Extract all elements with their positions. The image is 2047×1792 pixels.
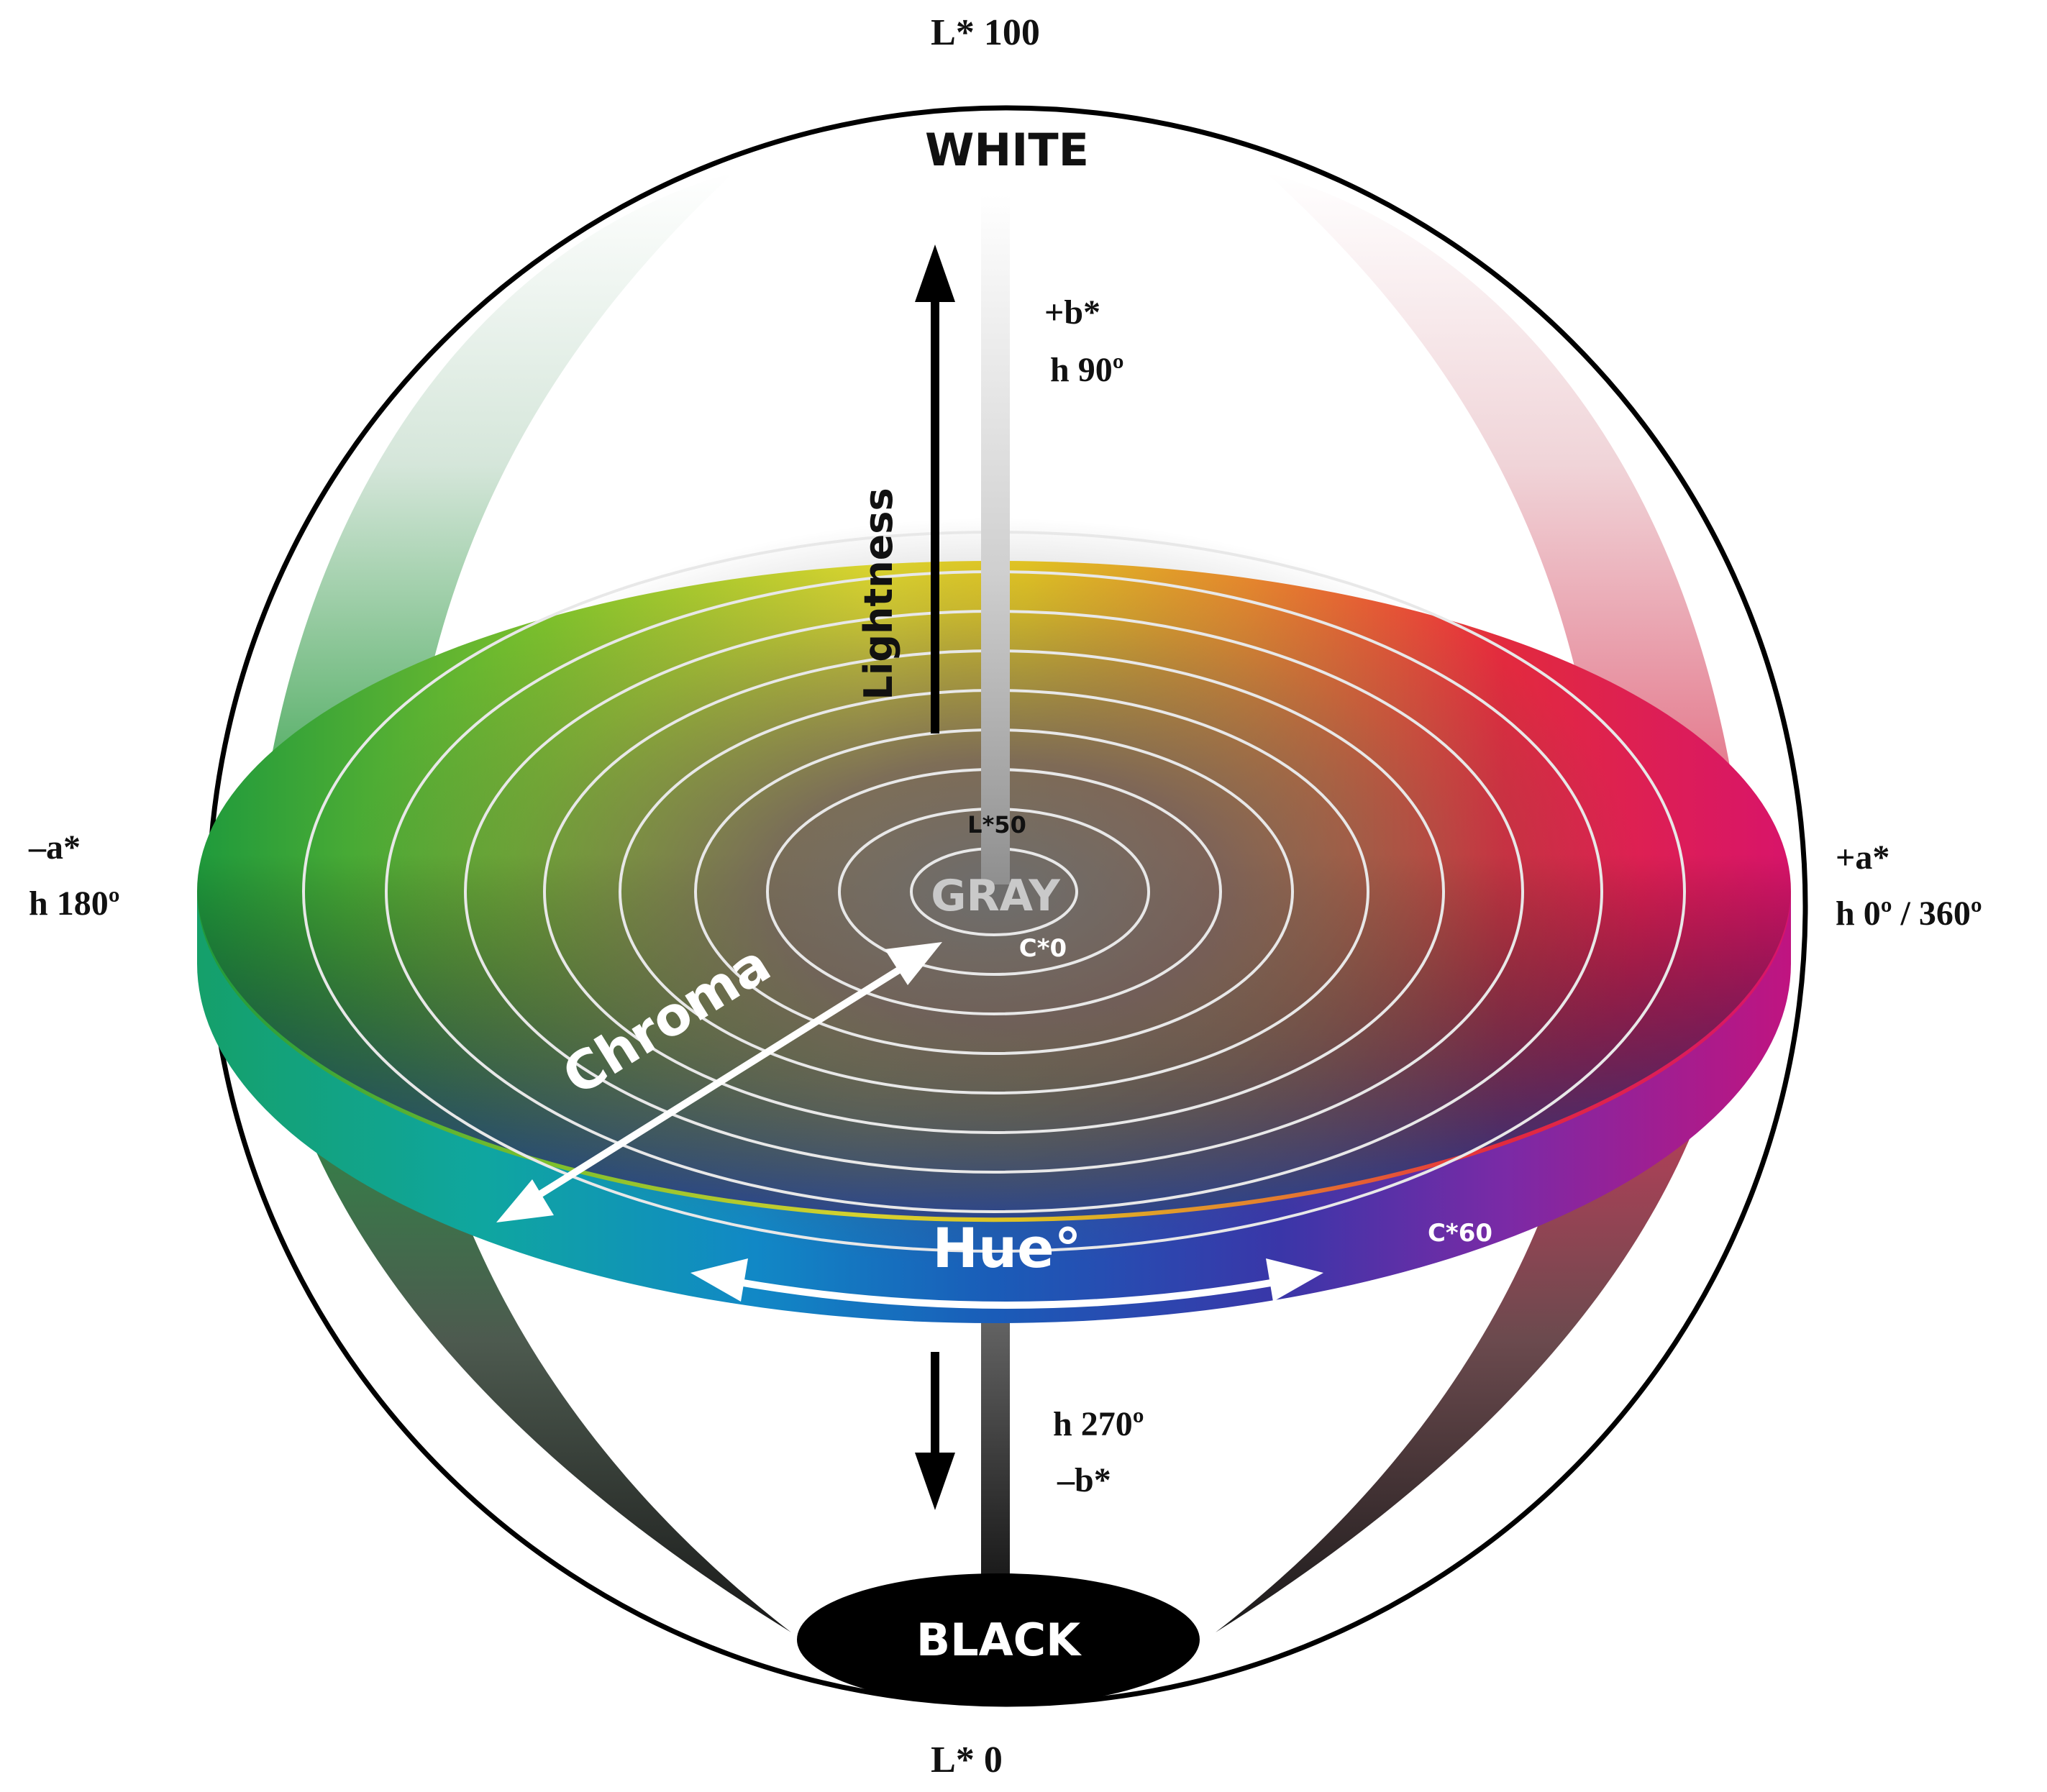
lightness-arrow-up-icon bbox=[915, 244, 955, 302]
down-arrow-icon bbox=[915, 1453, 955, 1510]
chroma-rings bbox=[302, 531, 1686, 1253]
lightness-label: Lightness bbox=[856, 488, 901, 700]
lightness-rod-lower bbox=[981, 1294, 1010, 1611]
white-label: WHITE bbox=[925, 124, 1089, 176]
left-meridian-arc bbox=[256, 173, 791, 1632]
black-label: BLACK bbox=[916, 1614, 1082, 1666]
hue-arrow-left-icon bbox=[690, 1258, 748, 1302]
chroma-double-arrow bbox=[496, 942, 942, 1222]
h180-label: h 180º bbox=[29, 884, 120, 923]
h0-360-label: h 0º / 360º bbox=[1836, 895, 1982, 933]
plus-a-label: +a* bbox=[1836, 838, 1889, 877]
h270-label: h 270º bbox=[1053, 1405, 1144, 1443]
lightness-rod-upper bbox=[981, 194, 1010, 884]
right-meridian-arc bbox=[1216, 173, 1743, 1632]
gray-label: GRAY bbox=[931, 871, 1061, 921]
hue-chroma-disc bbox=[197, 518, 1791, 1266]
hue-arrow-right-icon bbox=[1266, 1258, 1323, 1302]
c60-label: C*60 bbox=[1428, 1219, 1492, 1248]
c0-label: C*0 bbox=[1019, 934, 1067, 963]
minus-a-label: –a* bbox=[28, 828, 81, 867]
l0-label: L* 0 bbox=[931, 1740, 1003, 1780]
hue-label: Hue° bbox=[932, 1216, 1081, 1280]
hue-double-arrow bbox=[726, 1276, 1288, 1309]
l100-label: L* 100 bbox=[931, 12, 1040, 53]
plus-b-label: +b* bbox=[1044, 293, 1100, 332]
minus-b-label: –b* bbox=[1057, 1461, 1111, 1499]
h90-label: h 90º bbox=[1050, 351, 1124, 389]
black-ellipse bbox=[797, 1573, 1200, 1706]
l50-label: L*50 bbox=[967, 811, 1026, 838]
